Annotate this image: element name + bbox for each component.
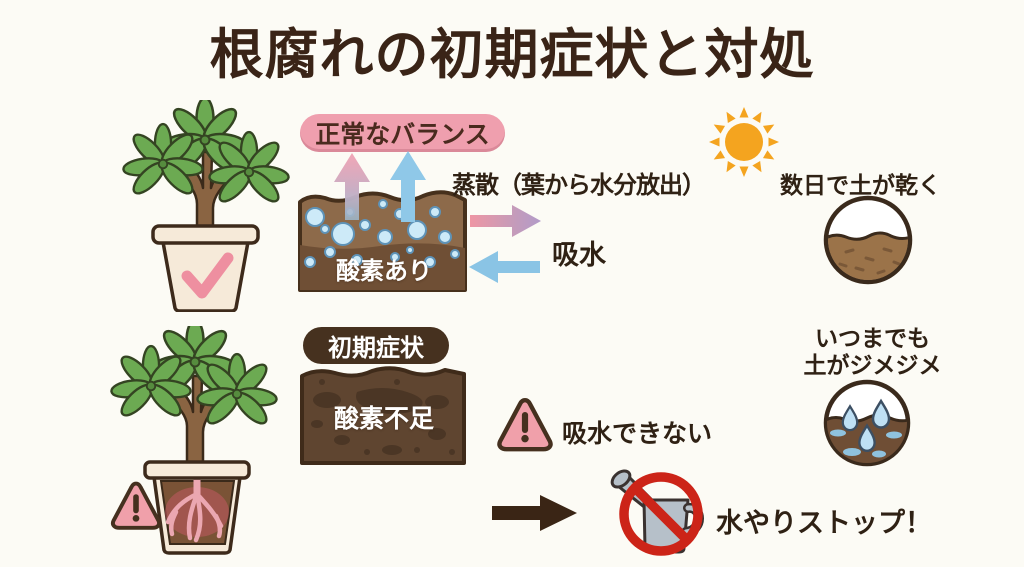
dry-soil-label: 数日で土が乾く [780,172,941,198]
prohibition-ring [619,472,703,556]
damp-soil-label: いつまでも 土がジメジメ [800,325,945,379]
muddy-soil-icon [300,366,466,465]
dry-soil-pot-icon [823,195,913,285]
no-watering-icon [610,469,704,556]
transpiration-right-arrow-icon [470,205,541,237]
rotten-roots [165,491,224,543]
check-icon [181,252,234,299]
warning-triangle-icon-small [110,481,162,530]
damp-soil-label-line1: いつまでも [815,325,930,351]
normal-balance-badge-label: 正常なバランス [315,121,490,149]
sick-plant-icon [109,326,279,555]
page-title: 根腐れの初期症状と対処 [209,25,815,85]
cannot-absorb-label: 吸水できない [562,420,713,448]
soil-oxygen-deficit-label: 酸素不足 [333,405,434,433]
aerated-soil-icon [298,151,467,292]
early-symptom-badge: 初期症状 [303,327,449,364]
damp-soil-label-line2: 土がジメジメ [803,352,942,378]
prohibition-bar [632,485,690,543]
absorption-label: 吸水 [552,240,606,270]
early-symptom-badge-label: 初期症状 [328,335,424,362]
absorption-left-arrow-icon [469,251,540,283]
warning-triangle-icon [497,398,553,452]
sun-icon [709,107,779,177]
soil-oxygen-label: 酸素あり [336,258,432,285]
normal-balance-badge: 正常なバランス [300,114,505,152]
wet-soil-pot-icon [823,379,911,467]
healthy-plant-icon [121,100,291,312]
absorption-up-arrow [390,151,426,222]
transpiration-label: 蒸散（葉から水分放出） [452,172,706,199]
transpiration-up-arrow [334,153,370,220]
flow-right-arrow-icon [492,495,577,531]
stop-watering-label: 水やりストップ！ [716,508,932,538]
